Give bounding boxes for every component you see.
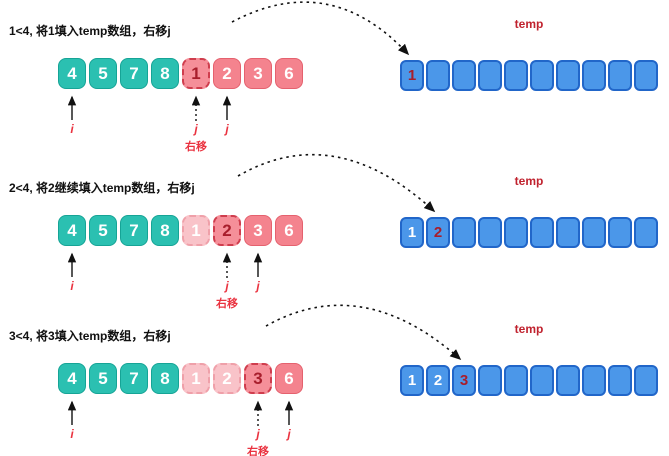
temp-cell xyxy=(634,217,658,248)
temp-cell: 1 xyxy=(400,60,424,91)
array-cell: 7 xyxy=(120,215,148,246)
temp-cell xyxy=(426,60,450,91)
array-cell: 3 xyxy=(244,58,272,89)
temp-cell: 2 xyxy=(426,365,450,396)
shift-right-label: 右移 xyxy=(216,298,238,310)
temp-cell xyxy=(530,60,554,91)
temp-cell xyxy=(530,217,554,248)
source-array-2: 4 5 7 8 1 2 3 6 xyxy=(58,215,303,246)
pointer-j-new-label: j xyxy=(256,279,260,293)
temp-cell xyxy=(608,365,632,396)
temp-cell xyxy=(634,365,658,396)
source-array-3: 4 5 7 8 1 2 3 6 xyxy=(58,363,303,394)
array-cell: 8 xyxy=(151,215,179,246)
array-cell: 4 xyxy=(58,215,86,246)
array-cell: 8 xyxy=(151,363,179,394)
pointer-j-new-label: j xyxy=(287,427,291,441)
pointer-i-label: i xyxy=(70,427,74,441)
temp-cell xyxy=(452,60,476,91)
temp-cell xyxy=(452,217,476,248)
temp-cell xyxy=(478,60,502,91)
array-cell: 6 xyxy=(275,58,303,89)
step-1-heading: 1<4, 将1填入temp数组，右移j xyxy=(9,24,171,38)
array-cell: 1 xyxy=(182,58,210,89)
temp-cell xyxy=(582,217,606,248)
shift-right-label: 右移 xyxy=(185,141,207,153)
array-cell: 5 xyxy=(89,363,117,394)
array-cell: 2 xyxy=(213,363,241,394)
source-array-1: 4 5 7 8 1 2 3 6 xyxy=(58,58,303,89)
pointer-j-old-label: j xyxy=(225,279,229,293)
temp-cell xyxy=(582,60,606,91)
temp-cell: 2 xyxy=(426,217,450,248)
temp-array-label: temp xyxy=(514,17,544,31)
array-cell: 3 xyxy=(244,215,272,246)
pointer-j-old-label: j xyxy=(256,427,260,441)
step-3-section: 3<4, 将3填入temp数组，右移j 4 5 7 8 1 2 3 6 temp… xyxy=(0,305,669,456)
temp-array-2: 1 2 xyxy=(400,217,658,248)
pointer-j-old-label: j xyxy=(194,122,198,136)
temp-array-3: 1 2 3 xyxy=(400,365,658,396)
array-cell: 3 xyxy=(244,363,272,394)
array-cell: 6 xyxy=(275,363,303,394)
array-cell: 8 xyxy=(151,58,179,89)
temp-cell xyxy=(478,217,502,248)
temp-cell: 1 xyxy=(400,217,424,248)
array-cell: 5 xyxy=(89,58,117,89)
step-1-section: 1<4, 将1填入temp数组，右移j 4 5 7 8 1 2 3 6 temp… xyxy=(0,0,669,153)
temp-cell xyxy=(504,217,528,248)
pointer-i-label: i xyxy=(70,122,74,136)
temp-cell xyxy=(556,365,580,396)
array-cell: 6 xyxy=(275,215,303,246)
temp-cell: 3 xyxy=(452,365,476,396)
array-cell: 7 xyxy=(120,58,148,89)
array-cell: 2 xyxy=(213,215,241,246)
pointer-j-new-label: j xyxy=(225,122,229,136)
step-2-section: 2<4, 将2继续填入temp数组，右移j 4 5 7 8 1 2 3 6 te… xyxy=(0,157,669,310)
temp-array-label: temp xyxy=(514,174,544,188)
temp-cell xyxy=(556,60,580,91)
array-cell: 1 xyxy=(182,215,210,246)
temp-cell xyxy=(504,60,528,91)
array-cell: 2 xyxy=(213,58,241,89)
array-cell: 7 xyxy=(120,363,148,394)
array-cell: 1 xyxy=(182,363,210,394)
temp-array-label: temp xyxy=(514,322,544,336)
step-2-heading: 2<4, 将2继续填入temp数组，右移j xyxy=(9,181,195,195)
array-cell: 4 xyxy=(58,363,86,394)
shift-right-label: 右移 xyxy=(247,446,269,456)
pointer-i-label: i xyxy=(70,279,74,293)
array-cell: 4 xyxy=(58,58,86,89)
temp-cell xyxy=(530,365,554,396)
temp-cell xyxy=(504,365,528,396)
array-cell: 5 xyxy=(89,215,117,246)
temp-cell xyxy=(478,365,502,396)
temp-array-1: 1 xyxy=(400,60,658,91)
temp-cell xyxy=(582,365,606,396)
step-3-heading: 3<4, 将3填入temp数组，右移j xyxy=(9,329,171,343)
temp-cell xyxy=(608,217,632,248)
temp-cell xyxy=(608,60,632,91)
temp-cell xyxy=(634,60,658,91)
temp-cell: 1 xyxy=(400,365,424,396)
temp-cell xyxy=(556,217,580,248)
